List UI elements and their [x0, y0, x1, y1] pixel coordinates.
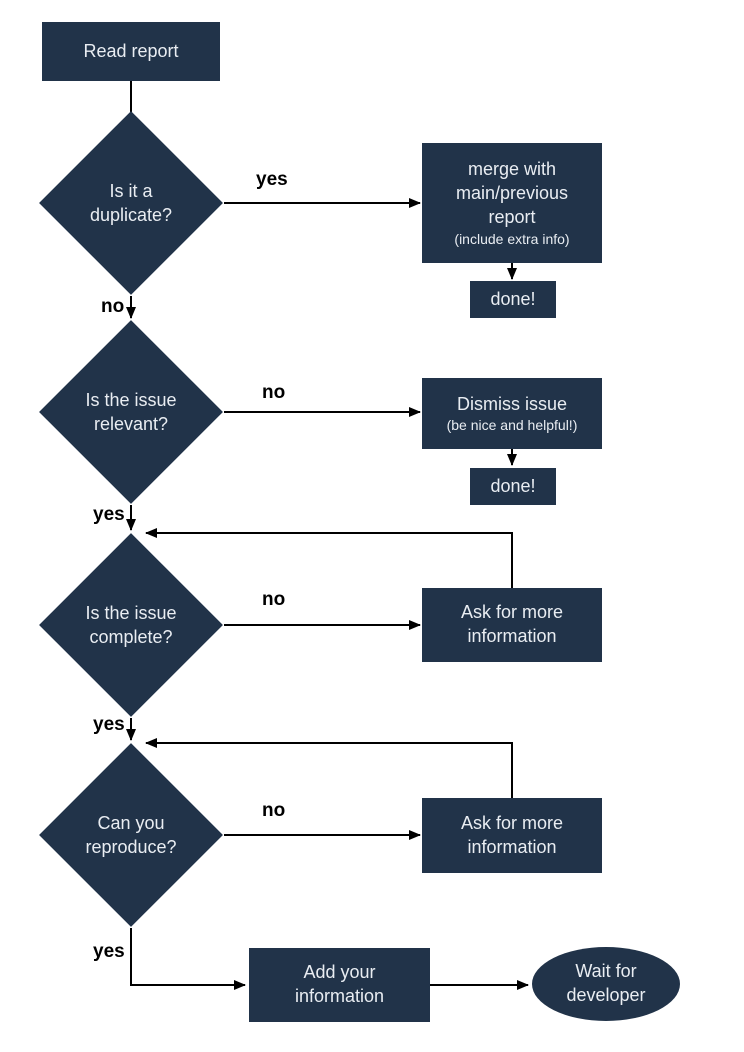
decision-is-duplicate-label: Is it a duplicate? — [89, 180, 173, 225]
node-done-2: done! — [470, 468, 556, 505]
node-ask-more-1: Ask for more information — [422, 588, 602, 662]
node-done-1: done! — [470, 281, 556, 318]
edge-label-duplicate-yes: yes — [256, 169, 288, 190]
node-read-report-label: Read report — [83, 40, 179, 61]
node-merge-report: merge with main/previous report (include… — [422, 143, 602, 263]
edge-label-complete-no: no — [262, 589, 286, 610]
decision-is-complete: Is the issue complete? — [39, 533, 223, 717]
terminal-wait-developer-label: Wait for developer — [566, 961, 646, 1005]
node-merge-report-sublabel: (include extra info) — [454, 230, 570, 247]
edge-label-reproduce-no: no — [262, 800, 286, 821]
node-done-2-label: done! — [490, 475, 536, 496]
node-ask-more-1-label: Ask for more information — [460, 602, 564, 646]
node-ask-more-2: Ask for more information — [422, 798, 602, 873]
node-merge-report-label: merge with main/previous report — [455, 159, 569, 227]
decision-can-reproduce-label: Can you reproduce? — [85, 812, 177, 857]
decision-is-complete-label: Is the issue complete? — [85, 602, 177, 647]
node-done-1-label: done! — [490, 288, 536, 309]
node-dismiss-issue-label: Dismiss issue — [456, 393, 567, 414]
decision-is-relevant: Is the issue relevant? — [39, 320, 223, 504]
node-add-information-label: Add your information — [294, 962, 385, 1006]
edge-label-reproduce-yes: yes — [93, 941, 125, 962]
node-ask-more-2-label: Ask for more information — [460, 812, 564, 857]
node-read-report: Read report — [42, 22, 220, 81]
node-dismiss-issue-sublabel: (be nice and helpful!) — [446, 417, 578, 434]
decision-is-relevant-label: Is the issue relevant? — [85, 389, 177, 434]
edge-label-complete-yes: yes — [93, 714, 125, 735]
edge-label-duplicate-no: no — [101, 296, 125, 317]
decision-is-duplicate: Is it a duplicate? — [39, 111, 223, 295]
edge-label-relevant-yes: yes — [93, 504, 125, 525]
edge-label-relevant-no: no — [262, 382, 286, 403]
node-dismiss-issue: Dismiss issue (be nice and helpful!) — [422, 378, 602, 449]
node-add-information: Add your information — [249, 948, 430, 1022]
terminal-wait-developer: Wait for developer — [532, 947, 680, 1021]
edge-reproduce-yes — [130, 928, 246, 990]
decision-can-reproduce: Can you reproduce? — [39, 743, 223, 927]
